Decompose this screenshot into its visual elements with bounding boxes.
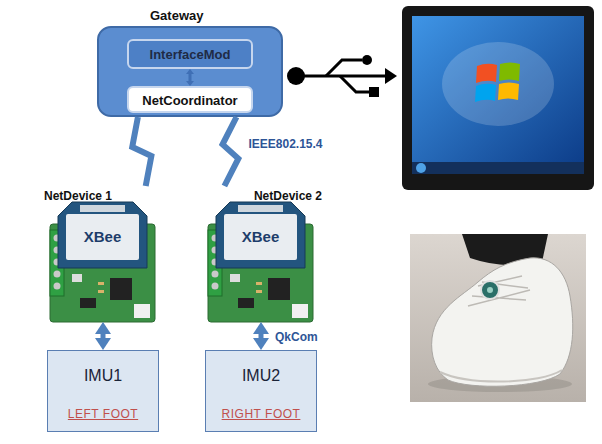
resistor — [98, 282, 104, 285]
screen-glow — [442, 42, 554, 126]
laces — [468, 276, 530, 306]
resistor — [256, 290, 262, 293]
usb-circle — [362, 55, 372, 65]
chip — [268, 278, 290, 300]
tablet-screen — [412, 16, 584, 174]
screw — [54, 283, 61, 290]
imu-box: IMU1LEFT FOOT — [47, 350, 159, 432]
net-device: NetDevice 1 — [42, 186, 164, 322]
net-device: NetDevice 2 — [200, 186, 322, 322]
module-logo: XBee — [84, 228, 122, 246]
module-sticker — [66, 214, 139, 260]
foot-side: RIGHT FOOT — [222, 407, 301, 421]
shoe-photo — [410, 234, 586, 402]
chip — [110, 278, 132, 300]
radio-link — [223, 117, 239, 186]
module-stripe — [80, 205, 125, 212]
usb-connector — [292, 304, 308, 318]
node-outline — [42, 186, 164, 322]
xbee-board — [208, 202, 313, 322]
imu-box: IMU2RIGHT FOOT — [205, 350, 317, 432]
module-box: NetCoordinator — [127, 86, 253, 113]
radio-link — [132, 117, 151, 186]
device-heading: NetDevice 2 — [254, 189, 322, 203]
gateway-heading: Gateway — [150, 8, 203, 24]
sensor-led — [487, 287, 493, 293]
screw — [212, 271, 219, 278]
sole-line — [440, 370, 562, 382]
serial-link — [259, 334, 264, 338]
usb-symbol — [287, 55, 397, 97]
resistor — [256, 282, 262, 285]
xbee-board — [50, 202, 155, 322]
xbee-module — [58, 202, 147, 268]
imu-name: IMU1 — [84, 366, 122, 385]
tablet-picture — [402, 6, 594, 190]
serial-link — [101, 334, 106, 338]
chip — [80, 298, 96, 308]
usb-branch — [326, 60, 362, 76]
screw — [54, 271, 61, 278]
usb-branch — [340, 76, 370, 92]
module-stripe — [238, 205, 283, 212]
logo-pane — [476, 64, 497, 83]
tablet-body — [402, 6, 594, 190]
resistor — [98, 290, 104, 293]
link-label: IEEE802.15.4 — [246, 137, 324, 151]
imu-name: IMU2 — [242, 366, 280, 385]
usb-tip — [385, 68, 397, 84]
gateway-box: GatewayInterfaceModNetCoordinator — [97, 6, 283, 117]
xbee-module — [216, 202, 305, 268]
link-label: QkCom — [273, 330, 320, 344]
screw — [212, 283, 219, 290]
logo-pane — [499, 63, 520, 82]
device-heading: NetDevice 1 — [44, 189, 112, 203]
logo-pane — [498, 83, 519, 101]
floor — [410, 234, 586, 402]
start-orb — [416, 163, 426, 173]
button — [230, 274, 240, 282]
module-name: NetCoordinator — [142, 93, 237, 109]
module-sticker — [224, 214, 297, 260]
logo-pane — [475, 84, 496, 102]
module-box: InterfaceMod — [127, 39, 253, 69]
taskbar — [412, 162, 584, 174]
module-name: InterfaceMod — [150, 47, 231, 63]
shoe — [432, 258, 573, 386]
module-logo: XBee — [242, 228, 280, 246]
usb-connector — [134, 304, 150, 318]
imu-sensor — [481, 281, 499, 299]
foot-side: LEFT FOOT — [68, 407, 138, 421]
chip — [238, 298, 254, 308]
usb-square — [369, 87, 379, 97]
node-outline — [200, 186, 322, 322]
button — [72, 274, 82, 282]
